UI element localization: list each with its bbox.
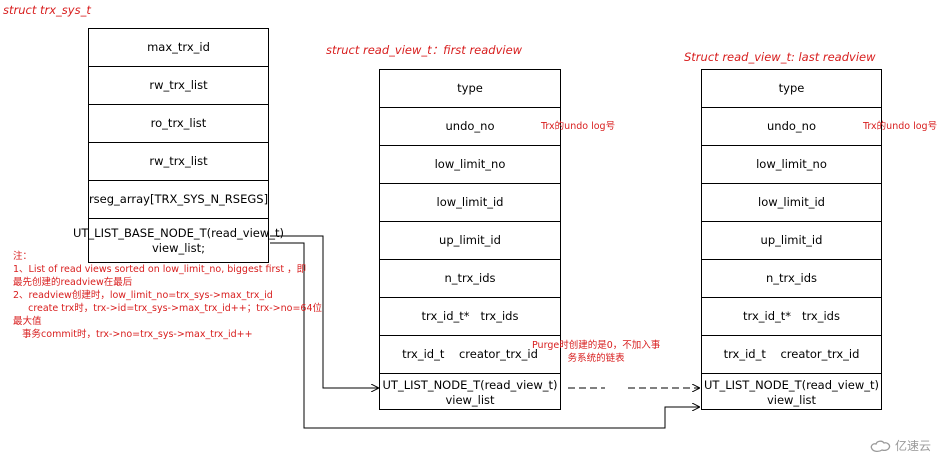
field-n-trx-ids: n_trx_ids xyxy=(702,260,881,298)
field-view-list-node: UT_LIST_NODE_T(read_view_t) view_list xyxy=(382,377,558,407)
field-trx-ids: trx_id_t* trx_ids xyxy=(702,298,881,336)
cloud-logo-icon xyxy=(870,440,891,452)
arrow-to-last-readview xyxy=(270,242,699,429)
undo-no-annotation-first: Trx的undo log号 xyxy=(541,121,616,132)
watermark: 亿速云 xyxy=(870,437,931,454)
undo-no-annotation-last: Trx的undo log号 xyxy=(863,121,937,132)
field-view-list-base: UT_LIST_BASE_NODE_T(read_view_t) view_li… xyxy=(72,225,285,255)
field-ro-trx-list: ro_trx_list xyxy=(89,105,268,143)
field-max-trx-id: max_trx_id xyxy=(89,29,268,67)
arrow-to-first-readview xyxy=(270,235,378,388)
field-creator-trx-id: trx_id_t creator_trx_id xyxy=(380,336,560,374)
watermark-text: 亿速云 xyxy=(894,439,931,453)
creator-trx-id-annotation: Purge时创建的是0，不加入事 务系统的链表 xyxy=(532,340,661,364)
field-view-list-node: UT_LIST_NODE_T(read_view_t) view_list xyxy=(704,377,879,407)
first-readview-title: struct read_view_t：first readview xyxy=(326,43,523,57)
field-type: type xyxy=(702,70,881,108)
trx-sys-struct: max_trx_id rw_trx_list ro_trx_list rw_tr… xyxy=(72,28,285,263)
field-rw-trx-list: rw_trx_list xyxy=(89,67,268,105)
field-undo-no: undo_no xyxy=(380,108,560,146)
field-up-limit-id: up_limit_id xyxy=(380,222,560,260)
field-low-limit-id: low_limit_id xyxy=(380,184,560,222)
field-low-limit-id: low_limit_id xyxy=(702,184,881,222)
last-readview-title: Struct read_view_t: last readview xyxy=(684,50,876,64)
field-rw-trx-list-2: rw_trx_list xyxy=(89,143,268,181)
notes-block: 注： 1、List of read views sorted on low_li… xyxy=(13,251,322,340)
field-n-trx-ids: n_trx_ids xyxy=(380,260,560,298)
field-up-limit-id: up_limit_id xyxy=(702,222,881,260)
field-low-limit-no: low_limit_no xyxy=(380,146,560,184)
last-readview-struct: type undo_no low_limit_no low_limit_id u… xyxy=(701,69,882,410)
field-type: type xyxy=(380,70,560,108)
trx-sys-title: struct trx_sys_t xyxy=(3,3,91,17)
field-rseg-array: rseg_array[TRX_SYS_N_RSEGS] xyxy=(89,181,268,219)
field-low-limit-no: low_limit_no xyxy=(702,146,881,184)
first-readview-struct: type undo_no low_limit_no low_limit_id u… xyxy=(379,69,561,410)
field-trx-ids: trx_id_t* trx_ids xyxy=(380,298,560,336)
field-undo-no: undo_no xyxy=(702,108,881,146)
field-creator-trx-id: trx_id_t creator_trx_id xyxy=(702,336,881,374)
